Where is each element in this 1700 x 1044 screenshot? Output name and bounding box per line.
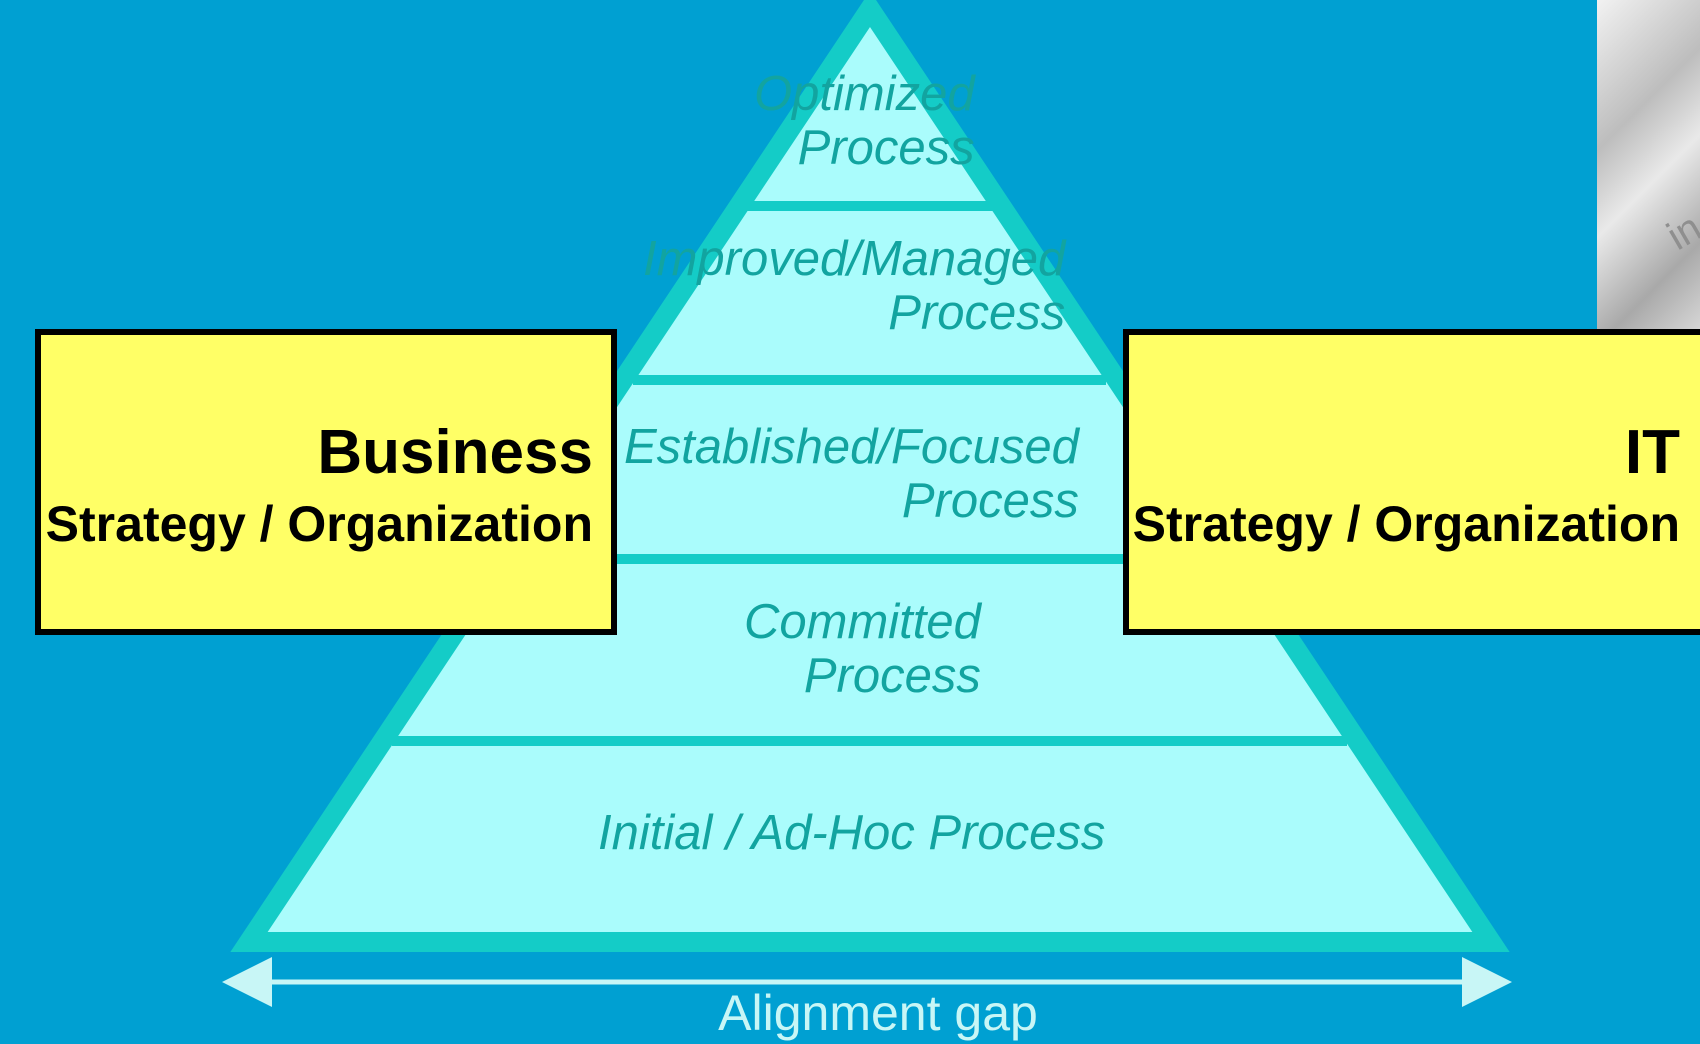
level-label-initial: Initial / Ad-Hoc Process	[598, 806, 1105, 860]
it-title: IT	[1624, 418, 1680, 487]
business-box	[35, 329, 617, 635]
level-label-line: Initial / Ad-Hoc Process	[598, 806, 1106, 860]
level-label-committed: Committed Process	[744, 595, 981, 703]
level-label-line: Established/Focused	[624, 420, 1079, 474]
business-title: Business	[317, 418, 593, 487]
level-label-line: Committed	[744, 595, 981, 649]
level-label-improved: Improved/Managed Process	[643, 232, 1065, 340]
level-label-line: Process	[888, 286, 1066, 340]
it-subtitle: Strategy / Organization	[1132, 496, 1680, 552]
level-label-established: Established/Focused Process	[624, 420, 1079, 528]
level-label-line: Process	[803, 649, 981, 703]
level-label-optimized: Optimized Process	[754, 67, 975, 175]
alignment-gap-label: Alignment gap	[718, 985, 1038, 1041]
it-box	[1123, 329, 1700, 635]
level-label-line: Improved/Managed	[643, 232, 1066, 286]
decorative-photo: in	[1597, 0, 1700, 329]
level-label-line: Optimized	[754, 67, 975, 121]
business-subtitle: Strategy / Organization	[45, 496, 593, 552]
level-label-line: Process	[901, 474, 1079, 528]
level-label-line: Process	[797, 121, 975, 175]
